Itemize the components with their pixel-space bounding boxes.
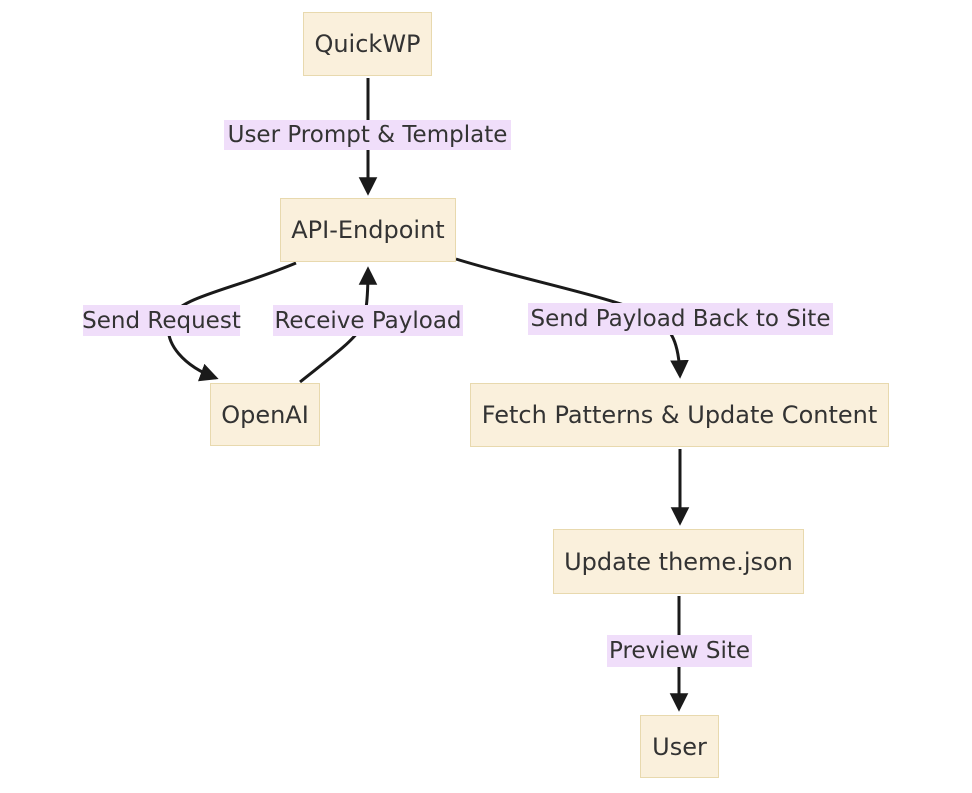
- node-api-endpoint: API-Endpoint: [280, 198, 456, 262]
- edge-label-preview-site: Preview Site: [607, 635, 752, 667]
- edge-label-send-request: Send Request: [82, 305, 241, 336]
- node-fetch-patterns-update-content: Fetch Patterns & Update Content: [470, 383, 889, 447]
- edge-label-receive-payload: Receive Payload: [273, 305, 463, 336]
- node-quickwp: QuickWP: [303, 12, 432, 76]
- node-openai: OpenAI: [210, 383, 320, 446]
- edge-label-send-payload-back: Send Payload Back to Site: [528, 303, 833, 335]
- node-user: User: [640, 715, 719, 778]
- edge-label-user-prompt-template: User Prompt & Template: [224, 120, 511, 150]
- node-update-theme-json: Update theme.json: [553, 529, 804, 594]
